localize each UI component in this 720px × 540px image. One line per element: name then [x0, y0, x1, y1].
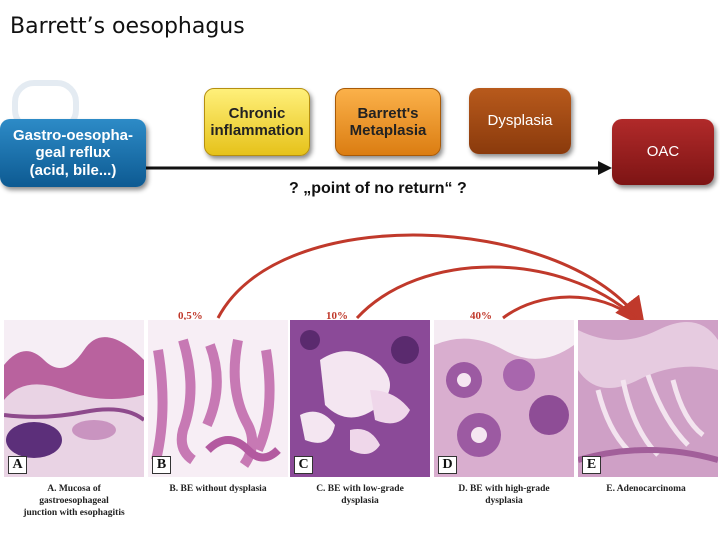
- dysplasia-label: Dysplasia: [487, 112, 553, 130]
- percentage-b: 0,5%: [178, 310, 203, 322]
- main-flow-arrowhead: [598, 161, 612, 175]
- histology-panel-a: A: [4, 320, 144, 477]
- chronic-inflammation-box: Chronic inflammation: [204, 88, 310, 156]
- histology-panel-d: D: [434, 320, 574, 477]
- histology-panel-b: B: [148, 320, 288, 477]
- oac-label: OAC: [646, 143, 680, 161]
- histology-panel-e: E: [578, 320, 718, 477]
- panel-letter-e: E: [582, 456, 601, 474]
- barretts-metaplasia-box: Barrett's Metaplasia: [335, 88, 441, 156]
- panel-letter-a: A: [8, 456, 27, 474]
- percentage-d: 40%: [470, 310, 492, 322]
- histology-image-b: [148, 320, 288, 477]
- panel-letter-c: C: [294, 456, 313, 474]
- reflux-box: Gastro-oesopha- geal reflux (acid, bile.…: [0, 119, 146, 187]
- caption-e: E. Adenocarcinoma: [606, 484, 686, 494]
- arc-from-b: [216, 233, 646, 328]
- histology-image-a: [4, 320, 144, 477]
- histology-image-e: [578, 320, 718, 477]
- point-of-no-return-label: ? „point of no return“ ?: [289, 180, 467, 197]
- caption-c: C. BE with low-grade dysplasia: [316, 484, 404, 506]
- chronic-inflammation-label: Chronic inflammation: [210, 104, 304, 139]
- arc-from-c: [355, 265, 637, 320]
- arc-from-d: [502, 295, 635, 320]
- caption-b: B. BE without dysplasia: [169, 484, 267, 494]
- histology-image-c: [290, 320, 430, 477]
- histology-panel-c: C: [290, 320, 430, 477]
- barretts-metaplasia-label: Barrett's Metaplasia: [349, 104, 427, 139]
- caption-d: D. BE with high-grade dysplasia: [458, 484, 550, 506]
- reflux-label: Gastro-oesopha- geal reflux (acid, bile.…: [12, 127, 133, 179]
- dysplasia-box: Dysplasia: [469, 88, 571, 154]
- percentage-c: 10%: [326, 310, 348, 322]
- oac-box: OAC: [612, 119, 714, 185]
- panel-letter-d: D: [438, 456, 457, 474]
- histology-image-d: [434, 320, 574, 477]
- panel-letter-b: B: [152, 456, 171, 474]
- caption-a: A. Mucosa of gastroesophageal junction w…: [23, 484, 125, 518]
- slide-title: Barrett’s oesophagus: [10, 14, 245, 39]
